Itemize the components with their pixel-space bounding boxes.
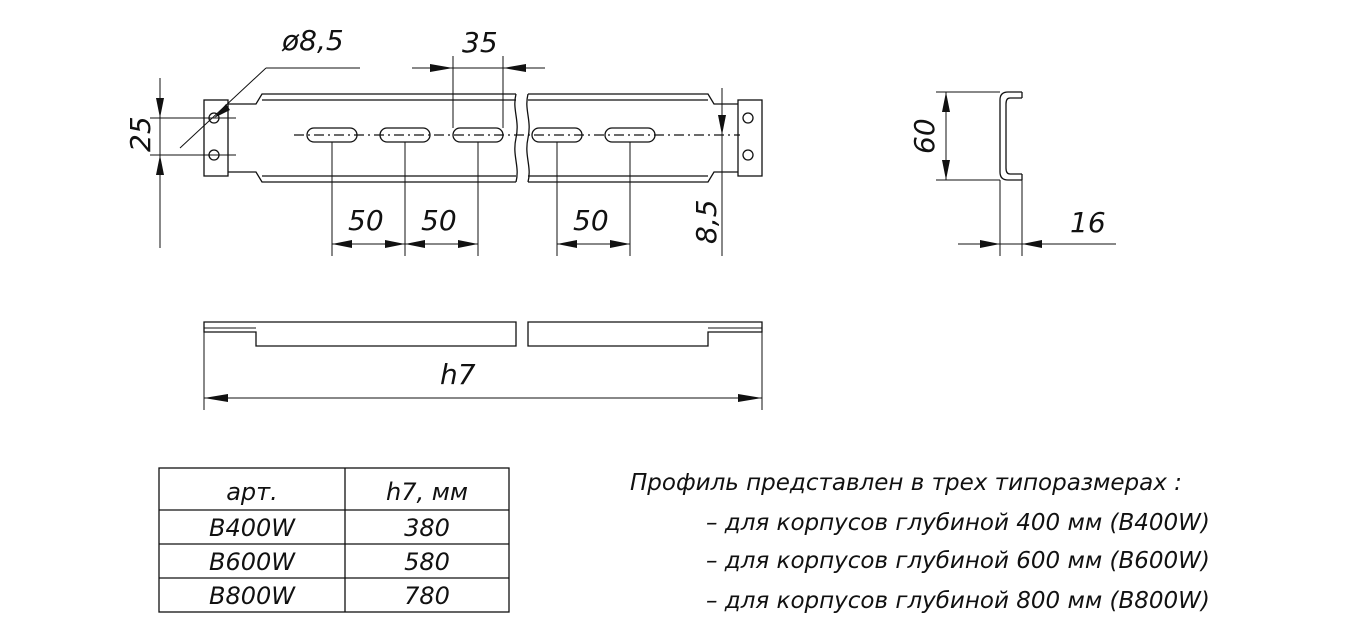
top-view: h7 <box>203 321 763 410</box>
dia-arrow <box>214 104 230 118</box>
pitch3-arrow-right <box>610 240 630 248</box>
table-cell-h7-1: 380 <box>404 514 450 542</box>
pitch2-arrow-left <box>405 240 425 248</box>
table-cell-art-1: B400W <box>209 514 296 542</box>
dim60-arrow-bottom <box>942 160 950 180</box>
right-hole-top <box>742 112 754 124</box>
right-flange <box>737 99 763 177</box>
dim16-arrow-right <box>1022 240 1042 248</box>
dim35-arrow-right <box>503 64 526 72</box>
dim25-arrow-bottom <box>156 155 164 175</box>
table-header-h7: h7, мм <box>386 478 468 506</box>
sizes-table: арт. h7, мм B400W 380 B600W 580 B800W 78… <box>158 467 510 613</box>
dim-pitch-1: 50 <box>348 204 384 237</box>
dim-slot-length: 35 <box>462 26 498 59</box>
notes: Профиль представлен в трех типоразмерах … <box>630 470 1210 614</box>
dim16-arrow-left <box>980 240 1000 248</box>
dim-pitch-2: 50 <box>421 204 457 237</box>
dim-profile-flange: 16 <box>1070 206 1106 239</box>
break-line-left <box>514 93 518 183</box>
dim-height-25: 25 <box>124 116 157 152</box>
profile-inner <box>1005 97 1022 175</box>
left-flange <box>203 99 229 177</box>
h7-arrow-left <box>204 394 228 402</box>
h7-arrow-right <box>738 394 762 402</box>
table-cell-art-3: B800W <box>209 582 296 610</box>
pitch2-arrow-right <box>458 240 478 248</box>
dim-length: h7 <box>440 358 476 391</box>
table-header-art: арт. <box>226 478 278 506</box>
pitch3-arrow-left <box>557 240 577 248</box>
notes-item-3: – для корпусов глубиной 800 мм (B800W) <box>706 588 1210 614</box>
dim-hole-diameter: ø8,5 <box>281 24 344 57</box>
table-cell-art-2: B600W <box>209 548 296 576</box>
top-view-left <box>203 321 517 347</box>
front-view <box>203 93 763 183</box>
dim85-arrow <box>718 115 726 135</box>
body-right-inner <box>528 99 708 177</box>
dim25-arrow-top <box>156 98 164 118</box>
front-dimensions: ø8,5 35 25 50 50 50 <box>124 24 726 256</box>
table-border <box>158 467 510 613</box>
dim60-arrow-top <box>942 92 950 112</box>
body-left-edge <box>228 93 516 183</box>
pitch1-arrow-right <box>385 240 405 248</box>
body-right-edge <box>528 93 738 183</box>
body-left-inner <box>262 99 516 177</box>
break-line-right <box>526 93 530 183</box>
dim-edge-8-5: 8,5 <box>690 199 723 244</box>
profile-outer <box>999 91 1022 181</box>
dim35-arrow-left <box>430 64 453 72</box>
right-hole-bottom <box>742 149 754 161</box>
pitch1-arrow-left <box>332 240 352 248</box>
top-view-right <box>527 321 763 347</box>
side-view: 60 16 <box>908 91 1116 256</box>
table-cell-h7-3: 780 <box>404 582 450 610</box>
notes-title: Профиль представлен в трех типоразмерах … <box>630 470 1182 496</box>
notes-item-1: – для корпусов глубиной 400 мм (B400W) <box>706 510 1210 536</box>
notes-item-2: – для корпусов глубиной 600 мм (B600W) <box>706 548 1210 574</box>
dim-profile-height: 60 <box>908 118 941 154</box>
table-cell-h7-2: 580 <box>404 548 450 576</box>
dim-pitch-3: 50 <box>573 204 609 237</box>
